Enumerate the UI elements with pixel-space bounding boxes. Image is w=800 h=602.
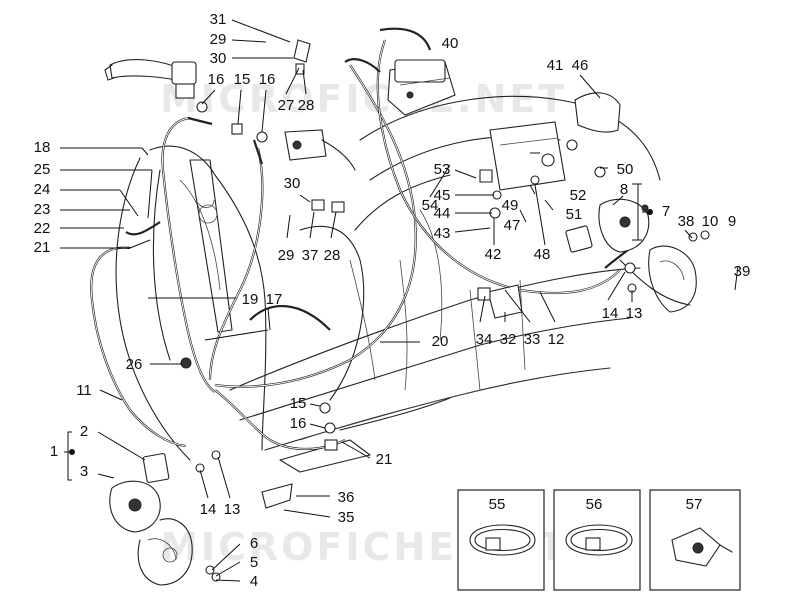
label-11: 11 xyxy=(76,382,92,399)
label-48: 48 xyxy=(534,246,551,263)
label-34: 34 xyxy=(476,331,493,348)
label-40: 40 xyxy=(442,35,459,52)
label-57: 57 xyxy=(686,496,703,513)
label-25: 25 xyxy=(34,161,51,178)
label-20: 20 xyxy=(432,333,449,350)
label-16-a: 16 xyxy=(208,71,225,88)
label-1: 1 xyxy=(50,443,58,460)
abs-unit xyxy=(387,59,456,116)
label-9: 9 xyxy=(728,213,736,230)
label-56: 56 xyxy=(586,496,603,513)
label-37: 37 xyxy=(302,247,319,264)
label-52: 52 xyxy=(570,187,587,204)
label-30-b: 30 xyxy=(284,175,301,192)
label-3: 3 xyxy=(80,463,88,480)
accessory-box-55 xyxy=(457,489,545,591)
label-23: 23 xyxy=(34,201,51,218)
label-51: 51 xyxy=(566,206,583,223)
label-43: 43 xyxy=(434,225,451,242)
label-4: 4 xyxy=(250,573,258,590)
label-26: 26 xyxy=(126,356,143,373)
rear-brake-master-cylinder xyxy=(284,129,356,171)
label-16-c: 16 xyxy=(290,415,307,432)
label-8: 8 xyxy=(620,181,628,198)
label-39: 39 xyxy=(734,263,751,280)
label-15-b: 15 xyxy=(290,395,307,412)
leader-lines xyxy=(60,19,739,582)
label-27: 27 xyxy=(278,97,295,114)
label-24: 24 xyxy=(34,181,51,198)
pipe-clip-35 xyxy=(261,483,293,509)
label-22: 22 xyxy=(34,220,51,237)
front-brake-master-cylinder xyxy=(171,61,197,99)
label-28-a: 28 xyxy=(298,97,315,114)
bracket-32 xyxy=(477,284,523,319)
label-7: 7 xyxy=(662,203,670,220)
accessory-box-57 xyxy=(649,489,741,591)
label-29-b: 29 xyxy=(278,247,295,264)
accessory-box-56 xyxy=(553,489,641,591)
label-19: 19 xyxy=(242,291,259,308)
label-14-a: 14 xyxy=(200,501,217,518)
label-21-b: 21 xyxy=(376,451,393,468)
label-16-b: 16 xyxy=(259,71,276,88)
label-13-b: 13 xyxy=(626,305,643,322)
label-45: 45 xyxy=(434,187,451,204)
label-55: 55 xyxy=(489,496,506,513)
label-21-a: 21 xyxy=(34,239,51,256)
label-18: 18 xyxy=(34,139,51,156)
label-42: 42 xyxy=(485,246,502,263)
label-17: 17 xyxy=(266,291,283,308)
label-6: 6 xyxy=(250,535,258,552)
label-33: 33 xyxy=(524,331,541,348)
abs-bracket xyxy=(489,121,566,191)
label-31: 31 xyxy=(210,11,227,28)
label-50: 50 xyxy=(617,161,634,178)
label-5: 5 xyxy=(250,554,258,571)
label-14-b: 14 xyxy=(602,305,619,322)
part-labels: 31 29 30 16 15 16 27 28 18 25 24 23 22 2… xyxy=(34,11,751,590)
label-47: 47 xyxy=(504,217,521,234)
brake-lines xyxy=(90,27,629,451)
label-32: 32 xyxy=(500,331,517,348)
label-15-a: 15 xyxy=(234,71,251,88)
callout-dot-7 xyxy=(647,209,653,215)
label-12: 12 xyxy=(548,331,565,348)
label-38: 38 xyxy=(678,213,695,230)
small-parts xyxy=(180,39,710,582)
label-2: 2 xyxy=(80,423,88,440)
label-28-b: 28 xyxy=(324,247,341,264)
label-35: 35 xyxy=(338,509,355,526)
label-10: 10 xyxy=(702,213,719,230)
label-49: 49 xyxy=(502,197,519,214)
label-53: 53 xyxy=(434,161,451,178)
label-36: 36 xyxy=(338,489,355,506)
label-30-top: 30 xyxy=(210,50,227,67)
front-caliper xyxy=(109,453,170,533)
label-41: 41 xyxy=(547,57,564,74)
label-54: 54 xyxy=(422,197,439,214)
label-13-a: 13 xyxy=(224,501,241,518)
abs-cover xyxy=(574,92,621,133)
label-46: 46 xyxy=(572,57,589,74)
label-29-top: 29 xyxy=(210,31,227,48)
rear-caliper xyxy=(565,198,650,253)
label-44: 44 xyxy=(434,205,451,222)
callout-dot-1 xyxy=(69,449,75,455)
